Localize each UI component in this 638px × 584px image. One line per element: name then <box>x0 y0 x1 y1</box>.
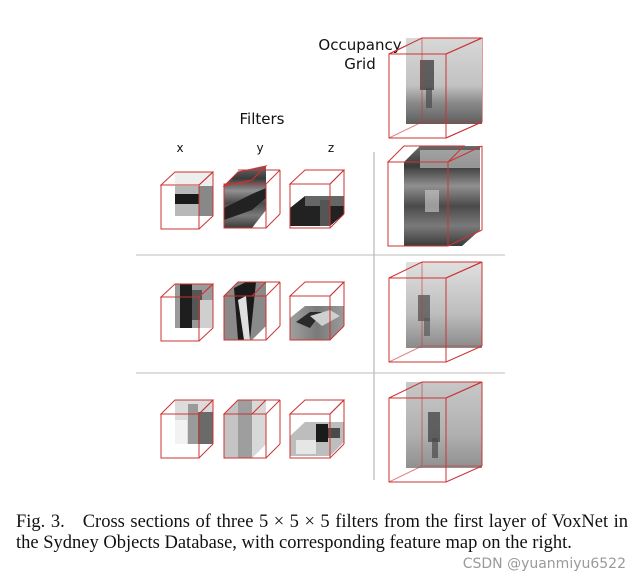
feature-map-row1 <box>386 145 483 247</box>
filter-cube-row1-x <box>159 171 215 230</box>
filter-cube-row1-z <box>288 169 346 229</box>
axis-label-z: z <box>327 141 335 155</box>
filter-cube-row3-x <box>159 399 215 459</box>
feature-map-row3 <box>388 381 483 483</box>
occupancy-grid-cube <box>388 37 483 139</box>
filter-cube-row2-y <box>222 281 281 341</box>
occupancy-grid-label: Occupancy Grid <box>300 36 420 74</box>
filter-cube-row2-z <box>288 281 346 341</box>
filter-cube-row3-y <box>222 399 281 459</box>
figure-number: Fig. 3. <box>16 512 65 532</box>
occupancy-label-line1: Occupancy <box>318 36 402 54</box>
caption-text: Cross sections of three 5 × 5 × 5 filter… <box>16 512 629 553</box>
figure-area: Occupancy Grid Filters x y z <box>136 36 505 483</box>
filters-label: Filters <box>239 110 285 128</box>
axis-label-y: y <box>256 141 264 155</box>
figure-caption: Fig. 3.Cross sections of three 5 × 5 × 5… <box>16 512 628 554</box>
filter-cube-row1-y <box>222 165 281 229</box>
figure-graphics <box>136 37 505 483</box>
axis-label-x: x <box>176 141 184 155</box>
filter-cube-row2-x <box>159 283 215 342</box>
occupancy-label-line2: Grid <box>344 55 376 73</box>
feature-map-row2 <box>388 261 483 363</box>
filter-cube-row3-z <box>288 399 346 459</box>
csdn-watermark: CSDN @yuanmiyu6522 <box>462 556 626 572</box>
